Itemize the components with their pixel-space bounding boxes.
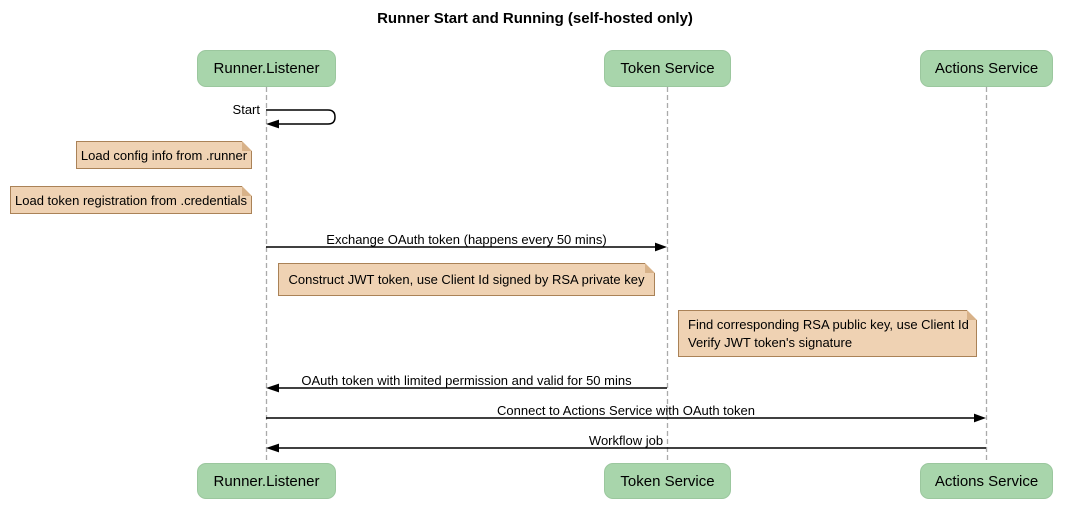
start-self-arrowhead-icon xyxy=(266,119,279,129)
message-exchange-oauth-label: Exchange OAuth token (happens every 50 m… xyxy=(326,232,607,247)
start-self-arrow-line xyxy=(266,109,336,125)
note-fold-icon xyxy=(242,186,252,196)
note-fold-icon xyxy=(645,263,655,273)
message-oauth-return-label: OAuth token with limited permission and … xyxy=(301,373,632,388)
participant-runner-listener-bottom: Runner.Listener xyxy=(197,463,336,499)
note-text: Load token registration from .credential… xyxy=(15,192,247,208)
workflow-job-arrowhead-icon xyxy=(266,443,279,453)
connect-actions-arrow xyxy=(266,413,986,423)
exchange-oauth-arrow xyxy=(266,242,667,252)
participant-label: Token Service xyxy=(620,472,715,490)
oauth-return-arrow xyxy=(266,383,667,393)
message-start-label: Start xyxy=(232,102,260,117)
diagram-title: Runner Start and Running (self-hosted on… xyxy=(377,10,693,27)
participant-label: Runner.Listener xyxy=(213,60,320,77)
participant-label: Runner.Listener xyxy=(213,472,320,490)
note-load-config: Load config info from .runner xyxy=(76,141,252,169)
workflow-job-arrow xyxy=(266,443,986,453)
note-fold-icon xyxy=(242,141,252,151)
participant-actions-service-top: Actions Service xyxy=(920,50,1053,87)
participant-actions-service-bottom: Actions Service xyxy=(920,463,1053,499)
participant-token-service-bottom: Token Service xyxy=(604,463,731,499)
oauth-return-arrowhead-icon xyxy=(266,383,279,393)
participant-label: Token Service xyxy=(620,60,715,77)
note-text: Load config info from .runner xyxy=(80,147,248,163)
start-self-arrow xyxy=(266,109,336,129)
message-workflow-job-label: Workflow job xyxy=(588,433,664,448)
note-verify-jwt: Find corresponding RSA public key, use C… xyxy=(678,310,977,357)
note-load-token-registration: Load token registration from .credential… xyxy=(10,186,252,214)
note-construct-jwt: Construct JWT token, use Client Id signe… xyxy=(278,263,655,296)
note-fold-icon xyxy=(967,310,977,320)
participant-runner-listener-top: Runner.Listener xyxy=(197,50,336,87)
exchange-oauth-arrowhead-icon xyxy=(655,242,667,252)
participant-label: Actions Service xyxy=(934,472,1039,490)
note-text-line: Find corresponding RSA public key, use C… xyxy=(688,317,969,332)
participant-label: Actions Service xyxy=(934,60,1039,77)
note-text-line: Verify JWT token's signature xyxy=(688,335,853,350)
connect-actions-arrowhead-icon xyxy=(974,413,986,423)
note-text: Construct JWT token, use Client Id signe… xyxy=(288,272,645,287)
participant-token-service-top: Token Service xyxy=(604,50,731,87)
message-connect-actions-label: Connect to Actions Service with OAuth to… xyxy=(497,403,755,418)
